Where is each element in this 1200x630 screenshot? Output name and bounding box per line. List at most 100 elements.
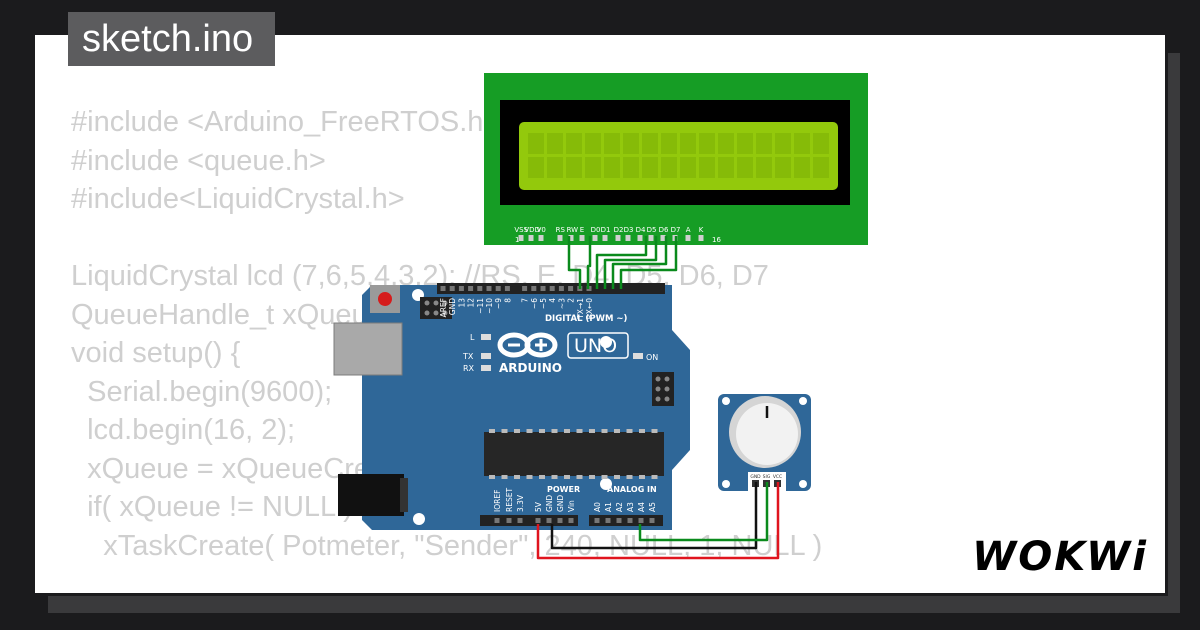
power-pin[interactable]: [517, 518, 523, 523]
digital-pin[interactable]: [440, 286, 446, 291]
digital-pin[interactable]: [522, 286, 528, 291]
digital-pin-label: ~3: [557, 298, 566, 309]
analog-pin[interactable]: [616, 518, 622, 523]
lcd-pin[interactable]: [592, 235, 598, 241]
lcd-cell: [718, 157, 734, 178]
digital-pin[interactable]: [504, 286, 510, 291]
wire-e[interactable]: [586, 236, 592, 289]
analog-pin-label: A4: [637, 502, 646, 512]
lcd-cell: [566, 157, 582, 178]
lcd-cell: [680, 133, 696, 154]
wire-rs[interactable]: [567, 236, 582, 289]
wire-d6[interactable]: [611, 236, 668, 289]
power-label: POWER: [547, 485, 580, 494]
lcd-cell: [756, 133, 772, 154]
pot-pin-label: GND: [750, 474, 761, 480]
digital-pin[interactable]: [486, 286, 492, 291]
lcd-pin[interactable]: [648, 235, 654, 241]
lcd-cell: [642, 157, 658, 178]
lcd-cell: [661, 133, 677, 154]
wire-d7[interactable]: [619, 236, 678, 289]
power-pin[interactable]: [506, 518, 512, 523]
mount-hole: [413, 513, 425, 525]
digital-pin[interactable]: [540, 286, 546, 291]
power-pin-label: GND: [556, 495, 565, 512]
lcd-pin-label: D7: [671, 226, 681, 234]
led-l-label: L: [470, 333, 475, 342]
reset-button[interactable]: [378, 292, 392, 306]
lcd-pin[interactable]: [615, 235, 621, 241]
power-pin[interactable]: [557, 518, 563, 523]
lcd-pin-label: VDD: [524, 226, 540, 234]
usb-connector: [333, 322, 403, 376]
lcd-cell: [528, 133, 544, 154]
lcd-pin[interactable]: [528, 235, 534, 241]
wire-5v[interactable]: [536, 482, 780, 560]
digital-pin[interactable]: [468, 286, 474, 291]
digital-pin-label: ~5: [539, 298, 548, 309]
lcd-cell: [604, 133, 620, 154]
mount-hole: [722, 480, 730, 488]
lcd-pin[interactable]: [557, 235, 563, 241]
lcd-pin[interactable]: [579, 235, 585, 241]
lcd-pin[interactable]: [660, 235, 666, 241]
digital-pin[interactable]: [558, 286, 564, 291]
mount-hole: [600, 478, 612, 490]
digital-pin-label: ~6: [530, 298, 539, 309]
digital-pin-label: GND: [448, 298, 457, 315]
wire-d4[interactable]: [595, 236, 648, 289]
lcd-pin[interactable]: [538, 235, 544, 241]
digital-pin-label: TX→1: [576, 298, 585, 320]
lcd-pin[interactable]: [637, 235, 643, 241]
atmega-chip: [484, 429, 664, 479]
lcd-cell: [604, 157, 620, 178]
file-tab[interactable]: sketch.ino: [68, 12, 276, 66]
digital-pin[interactable]: [477, 286, 483, 291]
lcd-pin[interactable]: [685, 235, 691, 241]
lcd-cell: [718, 133, 734, 154]
wokwi-logo: WOKWi: [972, 534, 1148, 580]
power-pin[interactable]: [568, 518, 574, 523]
lcd-pin-label: RW: [567, 226, 579, 234]
wire-d5[interactable]: [603, 236, 658, 289]
wire-gnd[interactable]: [550, 482, 758, 550]
lcd-pin-label: D0: [591, 226, 601, 234]
lcd-pin[interactable]: [518, 235, 524, 241]
lcd-pin[interactable]: [568, 235, 574, 241]
analog-pin[interactable]: [638, 518, 644, 523]
digital-pin-label: 2: [567, 298, 576, 303]
analog-pin-label: A3: [626, 502, 635, 512]
lcd-pin[interactable]: [602, 235, 608, 241]
lcd-pin[interactable]: [625, 235, 631, 241]
analog-pin[interactable]: [605, 518, 611, 523]
digital-pin[interactable]: [495, 286, 501, 291]
lcd-pin-label: V0: [537, 226, 546, 234]
lcd-cell: [623, 133, 639, 154]
power-pin-label: Vin: [567, 500, 576, 512]
digital-pin[interactable]: [549, 286, 555, 291]
analog-pin[interactable]: [627, 518, 633, 523]
power-pin[interactable]: [535, 518, 541, 523]
digital-pin[interactable]: [568, 286, 574, 291]
lcd-pin-label: E: [580, 226, 584, 234]
analog-pin[interactable]: [594, 518, 600, 523]
arduino-logo-icon: [497, 332, 558, 358]
digital-pin[interactable]: [449, 286, 455, 291]
wire-signal[interactable]: [638, 482, 769, 542]
digital-pin[interactable]: [458, 286, 464, 291]
power-pin[interactable]: [546, 518, 552, 523]
power-pin[interactable]: [494, 518, 500, 523]
digital-pin-label: AREF: [439, 298, 448, 317]
pot-knob[interactable]: [736, 403, 798, 465]
analog-pin[interactable]: [649, 518, 655, 523]
lcd-pin[interactable]: [698, 235, 704, 241]
power-pin-label: RESET: [505, 488, 514, 512]
digital-pin[interactable]: [531, 286, 537, 291]
lcd-cell: [756, 157, 772, 178]
lcd-cell: [813, 133, 829, 154]
